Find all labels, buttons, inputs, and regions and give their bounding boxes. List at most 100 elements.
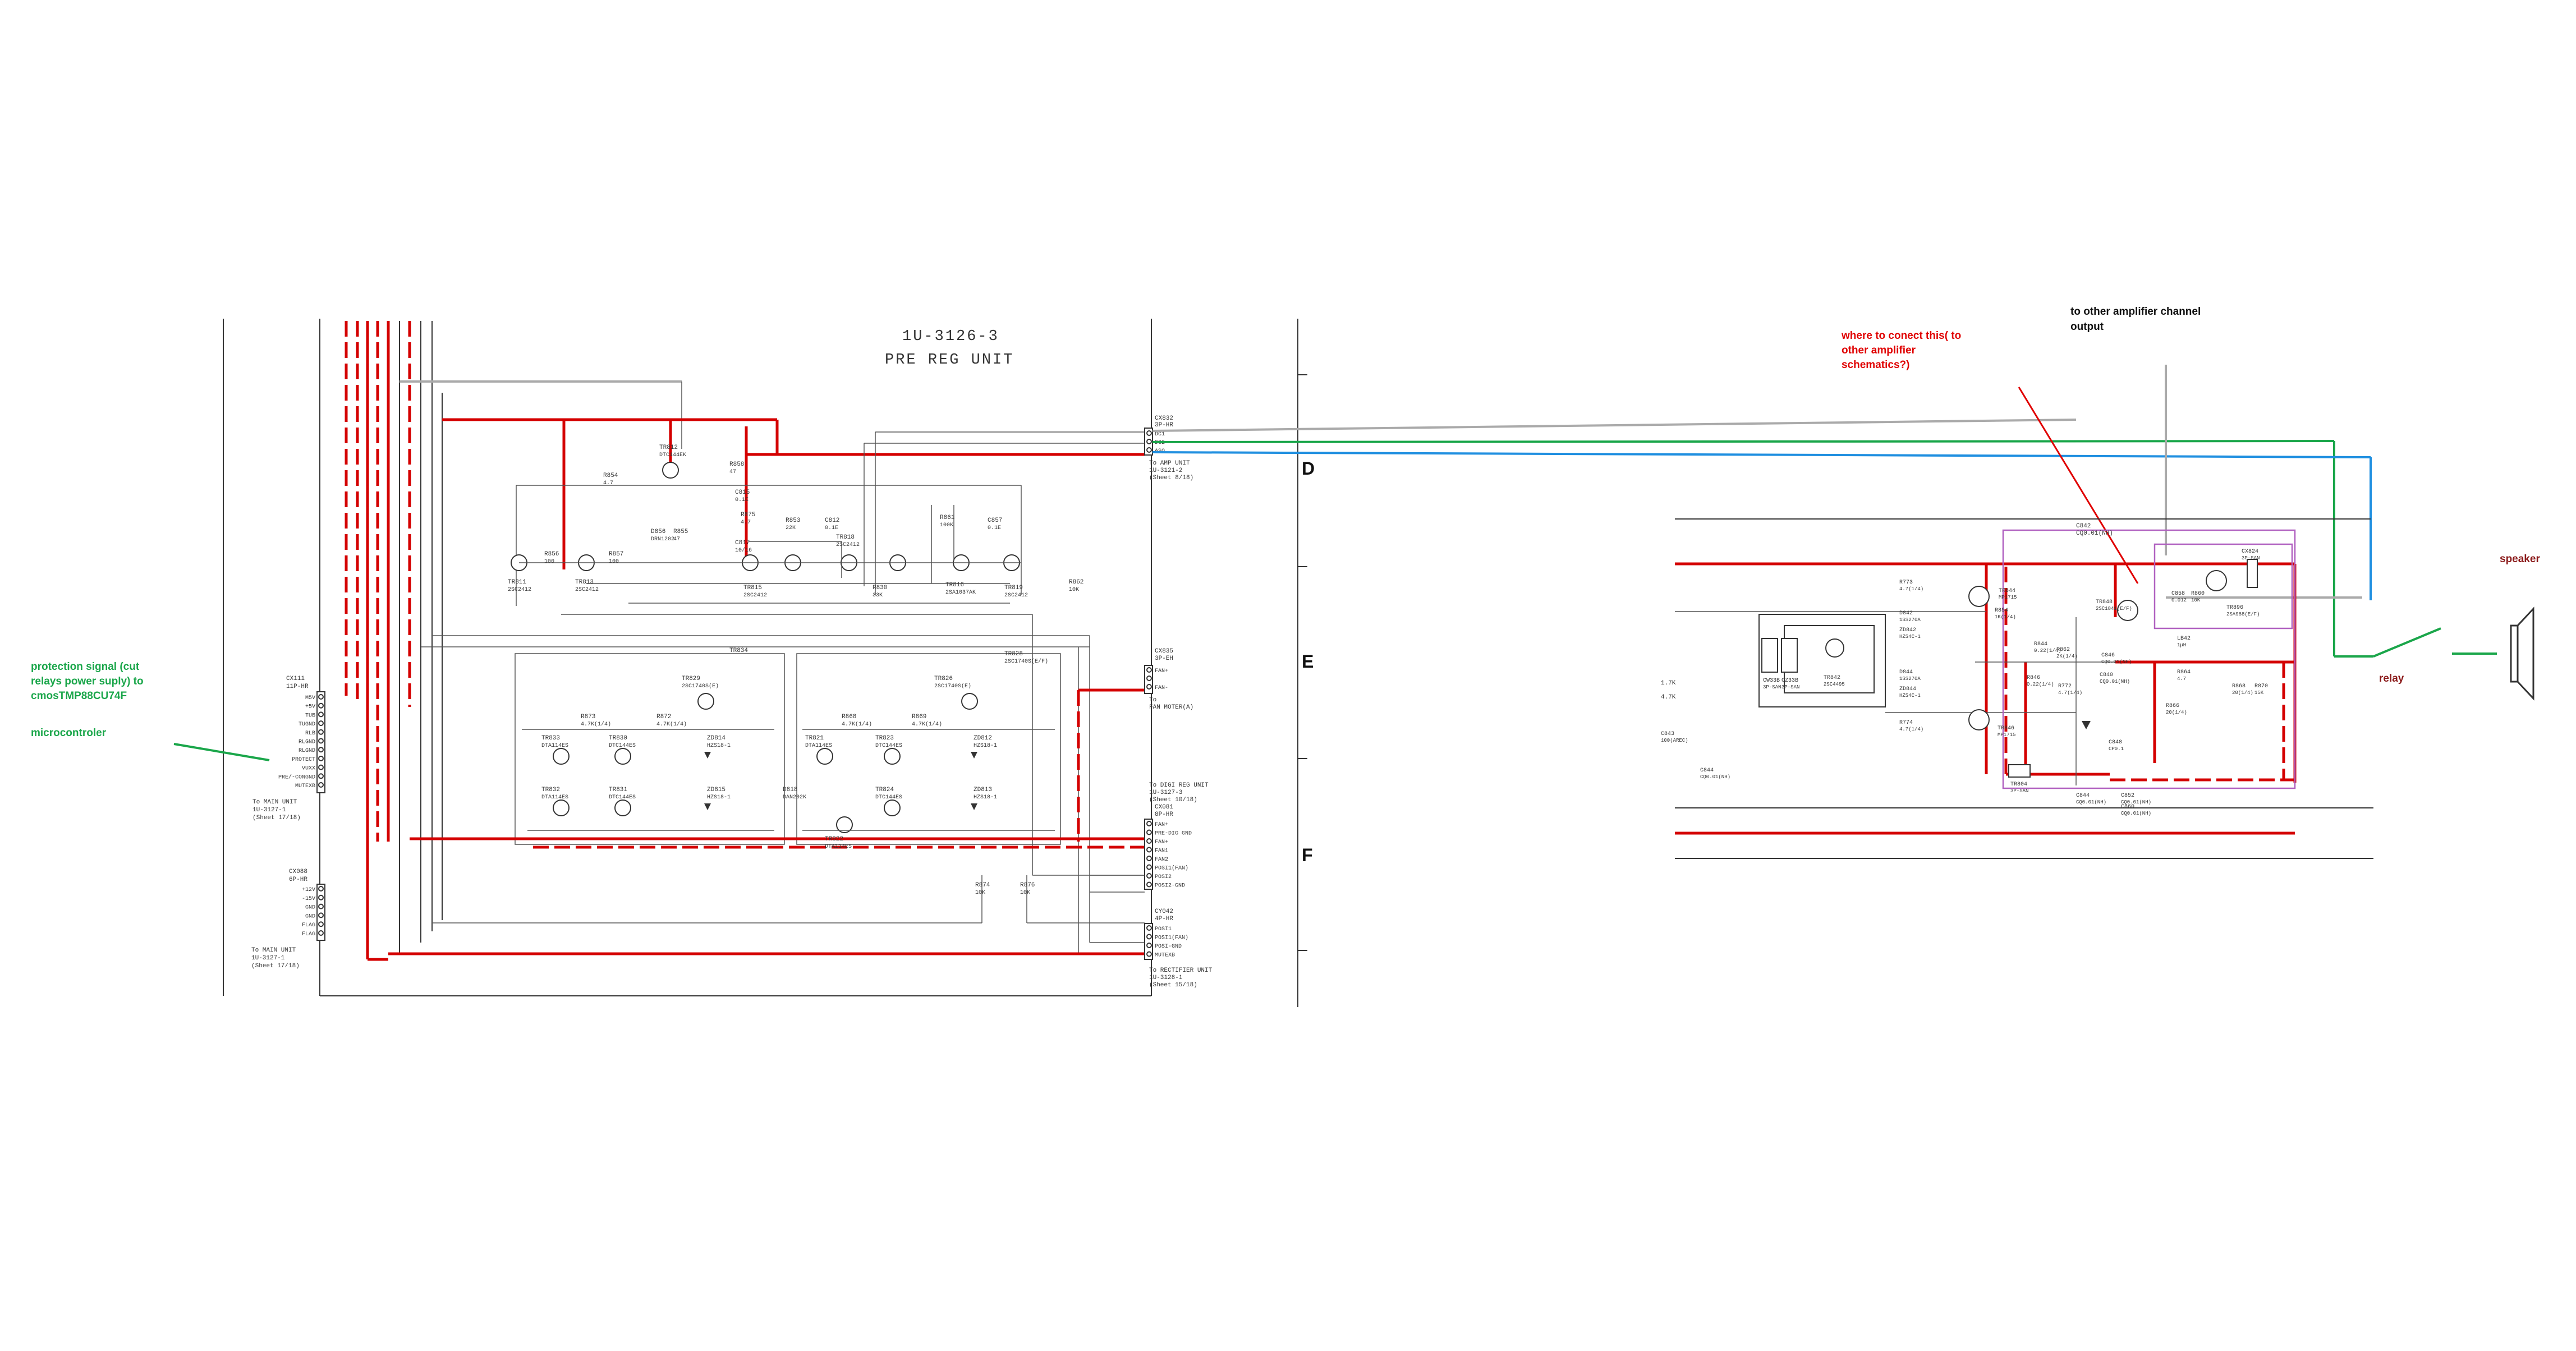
part-tr833: DTA114ES bbox=[541, 743, 568, 749]
transistor-tr831 bbox=[614, 799, 631, 816]
amp-part-zd844-11: HZS4C-1 bbox=[1899, 693, 1921, 699]
cx081-pin-label-2: PRE-DIG GND bbox=[1155, 831, 1192, 837]
ref-r875: R875 bbox=[741, 512, 755, 518]
transistor-tr826 bbox=[961, 693, 978, 710]
transistor-tr896 bbox=[2206, 570, 2227, 591]
amp-part-c860-27: CQ0.01(NH) bbox=[2121, 811, 2151, 816]
cx088-pin-5 bbox=[318, 921, 324, 927]
unit-title-name: PRE REG UNIT bbox=[885, 352, 1014, 369]
ref-tr823: TR823 bbox=[875, 735, 894, 742]
part-r874: 10K bbox=[975, 890, 985, 896]
cx081-pin-4 bbox=[1146, 847, 1152, 853]
component-labels-top: TR8112SC2412R856100TR8132SC2412R857100R8… bbox=[508, 444, 1083, 599]
cx111-pin-2 bbox=[318, 702, 324, 709]
ref-tr816: TR816 bbox=[945, 582, 964, 589]
cx111-pin-label-7: RLGND bbox=[299, 748, 315, 754]
part-d818: DAN202K bbox=[783, 794, 806, 801]
ref-tr822: TR822 bbox=[825, 836, 843, 843]
cx835-pin-label-3: FAN- bbox=[1155, 685, 1168, 691]
cx111-pin-labels: M5V+5VTUBTUGNDRLBRLGNDRLGNDPROTECTVUXXPR… bbox=[278, 694, 324, 789]
transistor-tr833 bbox=[553, 748, 570, 765]
cx835-pin-2 bbox=[1146, 676, 1152, 681]
transistor-tr846 bbox=[1968, 709, 1990, 730]
cx088-dest-1: To MAIN UNIT bbox=[251, 947, 296, 954]
ref-tr828: TR828 bbox=[1004, 651, 1023, 658]
zener-zd814 bbox=[704, 752, 711, 759]
ref-r873: R873 bbox=[581, 714, 595, 720]
ref-tr826: TR826 bbox=[934, 676, 953, 682]
cx832-pin-1 bbox=[1146, 430, 1152, 436]
cx835-name: CX835 bbox=[1155, 648, 1173, 655]
ref-tr834: TR834 bbox=[729, 647, 748, 654]
part-r858: 47 bbox=[729, 469, 736, 475]
ref-tr811: TR811 bbox=[508, 579, 526, 586]
cx111-pin-label-4: TUGND bbox=[299, 722, 315, 728]
amp-component-labels: R7734.7(1/4)D8421SS270AZD842HZS4C-1TR844… bbox=[1899, 580, 2268, 816]
amp-output-schematic bbox=[1675, 518, 2373, 859]
cx832-pin-2 bbox=[1146, 439, 1152, 444]
cx081-pin-label-3: FAN+ bbox=[1155, 839, 1168, 845]
amp-ref-d844-10: D844 bbox=[1899, 669, 1913, 676]
amp-part-r866-20: 20(1/4) bbox=[2166, 710, 2187, 715]
cx088-pin-label-6: FLAG bbox=[302, 931, 315, 938]
amp-part-r870-22: 15K bbox=[2254, 690, 2264, 696]
amp-part-c844-25: CQ0.01(NH) bbox=[2076, 799, 2106, 805]
part-tr812: DTC144EK bbox=[659, 452, 686, 458]
cx832-type: 3P-HR bbox=[1155, 422, 1173, 429]
ref-tr819: TR819 bbox=[1004, 585, 1023, 591]
row-marker-f: F bbox=[1302, 845, 1313, 865]
part-tr819: 2SC2412 bbox=[1004, 592, 1028, 599]
cx111-pin-label-8: PROTECT bbox=[292, 757, 315, 763]
cx081-pin-7 bbox=[1146, 873, 1152, 879]
amp-conn-type-cw33b: 3P-SAN bbox=[1763, 684, 1781, 690]
part-tr823: DTC144ES bbox=[875, 743, 902, 749]
amp-conn-c844: C844 bbox=[1700, 768, 1714, 774]
zener-zd813 bbox=[971, 803, 977, 810]
amp-conn-type-cz33b: 3P-SAN bbox=[1781, 684, 1799, 690]
part-tr828: 2SC1740S(E/F) bbox=[1004, 658, 1048, 665]
part-r855: 47 bbox=[673, 536, 680, 543]
amp-side-label-2: 4.7K bbox=[1661, 694, 1676, 701]
ref-r872: R872 bbox=[656, 714, 671, 720]
part-tr813: 2SC2412 bbox=[575, 587, 599, 593]
cx111-pin-label-9: VUXX bbox=[302, 766, 315, 772]
cy042-dest-3: (Sheet 15/18) bbox=[1149, 982, 1197, 989]
cx088-pin-4 bbox=[318, 912, 324, 918]
cx088-pin-label-4: GND bbox=[305, 913, 315, 920]
amp-section-labels: C842 CQ0.01(NH) R7734.7(1/4)D8421SS270AZ… bbox=[1661, 523, 2268, 816]
part-r830: 33K bbox=[873, 592, 883, 599]
microcontroler-note: microcontroler bbox=[31, 727, 107, 739]
cx111-pin-5 bbox=[318, 729, 324, 735]
ref-tr813: TR813 bbox=[575, 579, 594, 586]
part-c817: 10/16 bbox=[735, 547, 752, 554]
cy042-pin-label-4: MUTEXB bbox=[1155, 953, 1175, 959]
ref-r830: R830 bbox=[873, 585, 887, 591]
cx081-pin-8 bbox=[1146, 881, 1152, 888]
connector-tr804 bbox=[2008, 764, 2031, 778]
transistor-tr844 bbox=[1968, 586, 1990, 607]
ref-r862: R862 bbox=[1069, 579, 1083, 586]
amp-ref-r864-19: R864 bbox=[2177, 669, 2191, 676]
cx088-pin-label-1: +12V bbox=[302, 887, 315, 893]
ref-tr833: TR833 bbox=[541, 735, 560, 742]
amp-ref-tr846-13: TR846 bbox=[1998, 725, 2014, 732]
part-tr832: DTA114ES bbox=[541, 794, 568, 801]
amp-ref-c848-24: C848 bbox=[2109, 739, 2122, 746]
part-tr815: 2SC2412 bbox=[743, 592, 767, 599]
cy042-pin-4 bbox=[1146, 951, 1152, 957]
amp-part-r844-5: 0.22(1/4) bbox=[2034, 648, 2061, 654]
part-tr829: 2SC1740S(E) bbox=[682, 683, 719, 690]
cy042-name: CY042 bbox=[1155, 908, 1173, 915]
amp-ref-tr848-8: TR848 bbox=[2096, 599, 2113, 605]
amp-part-c852-26: CQ0.01(NH) bbox=[2121, 799, 2151, 805]
ref-c817: C817 bbox=[735, 540, 750, 546]
cx111-pin-7 bbox=[318, 747, 324, 753]
amp-ref-r870-22: R870 bbox=[2254, 683, 2268, 690]
amp-ref-r866-20: R866 bbox=[2166, 703, 2179, 709]
cy042-dest-2: 1U-3128-1 bbox=[1149, 975, 1183, 981]
ref-r876: R876 bbox=[1020, 882, 1035, 889]
cx832-pin-label-1: DC1 bbox=[1155, 431, 1165, 438]
